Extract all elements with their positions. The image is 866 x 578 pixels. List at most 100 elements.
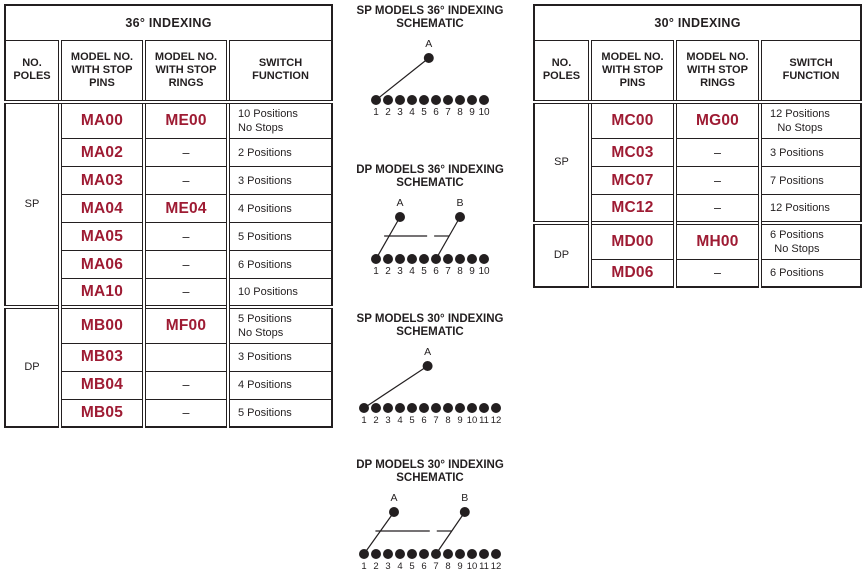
contact-dot [479,403,489,413]
table-row: MC03–3 Positions [534,138,862,167]
contact-dot [371,95,381,105]
model-rings-cell: – [673,194,761,223]
position-label: 3 [385,561,390,572]
terminal-dot [395,212,405,222]
position-label: 8 [445,415,450,426]
contact-dot [491,403,501,413]
switch-function-text: 4 Positions [238,379,292,391]
position-label: 7 [445,107,451,118]
contact-dot [419,254,429,264]
model-pins-cell: MC00 [588,101,676,139]
contact-dot [443,549,453,559]
table-title: 30° INDEXING [533,4,862,41]
terminal-dot [422,361,433,371]
model-rings-cell: ME04 [142,194,229,223]
contact-dot [419,95,429,105]
model-pins-cell: MB03 [58,342,145,372]
model-pins-cell: MA05 [58,222,145,251]
col-header-no-poles: NO. POLES [533,39,591,104]
position-label: 5 [421,266,427,277]
contact-dot [491,549,501,559]
position-label: 2 [385,266,391,277]
position-label: 7 [445,266,451,277]
model-rings-cell: – [142,398,229,428]
switch-function-text: 7 Positions [770,174,824,187]
switch-function-cell: 12 Positions No Stops [757,101,862,139]
switch-function-cell: 4 Positions [225,370,333,400]
model-pins-cell: MD00 [588,220,676,260]
wiper-line [435,216,461,260]
switch-function-cell: 5 Positions No Stops [225,304,333,344]
switch-function-cell: 3 Positions [225,342,333,372]
position-label: 5 [409,561,414,572]
terminal-label: B [461,492,468,504]
col-header-no-poles: NO. POLES [4,39,61,104]
contact-dot [359,549,369,559]
position-label: 10 [478,266,490,277]
poles-cell: DP [4,304,61,428]
position-label: 12 [491,415,502,426]
position-label: 9 [457,561,462,572]
contact-dot [443,95,453,105]
position-label: 8 [457,266,463,277]
switch-function-text: 3 Positions [238,174,292,187]
contact-dot [479,549,489,559]
position-label: 7 [433,415,438,426]
switch-function-cell: 3 Positions [757,138,862,167]
contact-dot [443,254,453,264]
contact-dot [419,549,429,559]
switch-function-text: 12 Positions No Stops [770,108,830,134]
model-rings-cell: – [673,138,761,167]
table-row: MC07–7 Positions [534,166,862,195]
position-label: 4 [397,415,402,426]
contact-dot [467,95,477,105]
model-rings-cell: ME00 [142,101,229,139]
model-rings-cell: – [142,166,229,195]
position-label: 4 [397,561,402,572]
poles-cell: SP [4,101,61,307]
model-pins-cell: MB00 [58,304,145,344]
schematic-title: SP MODELS 36° INDEXING SCHEMATIC [356,5,504,30]
switch-function-text: 4 Positions [238,202,292,215]
model-pins-cell: MA02 [58,138,145,167]
switch-function-text: 10 Positions [238,285,298,298]
switch-function-text: 5 Positions [238,230,292,243]
contact-dot [383,549,393,559]
poles-cell: SP [533,101,591,223]
wiper-line [375,216,401,260]
switch-function-cell: 10 Positions [225,278,333,307]
contact-dot [431,403,441,413]
model-rings-cell: – [142,138,229,167]
switch-function-cell: 5 Positions [225,398,333,428]
switch-function-cell: 12 Positions [757,194,862,223]
model-pins-cell: MA10 [58,278,145,307]
switch-function-cell: 3 Positions [225,166,333,195]
table-row: MA05–5 Positions [5,222,333,251]
position-label: 3 [385,415,390,426]
switch-function-cell: 6 Positions No Stops [757,220,862,260]
position-label: 9 [469,107,475,118]
contact-dot [395,95,405,105]
model-pins-cell: MA00 [58,101,145,139]
position-label: 2 [373,561,378,572]
model-rings-cell: – [673,166,761,195]
table-row: MD06–6 Positions [534,258,862,288]
contact-dot [359,403,369,413]
terminal-dot [423,53,434,63]
contact-dot [455,95,465,105]
switch-function-cell: 5 Positions [225,222,333,251]
contact-dot [479,95,489,105]
position-label: 5 [421,107,427,118]
switch-function-cell: 2 Positions [225,138,333,167]
position-label: 1 [361,415,366,426]
contact-dot [467,403,477,413]
model-rings-cell: MF00 [142,304,229,344]
position-label: 2 [385,107,391,118]
model-rings-cell: MG00 [673,101,761,139]
switch-function-text: 5 Positions No Stops [238,312,292,339]
model-rings-cell: – [142,370,229,400]
terminal-dot [455,212,465,222]
switch-function-text: 2 Positions [238,146,292,159]
